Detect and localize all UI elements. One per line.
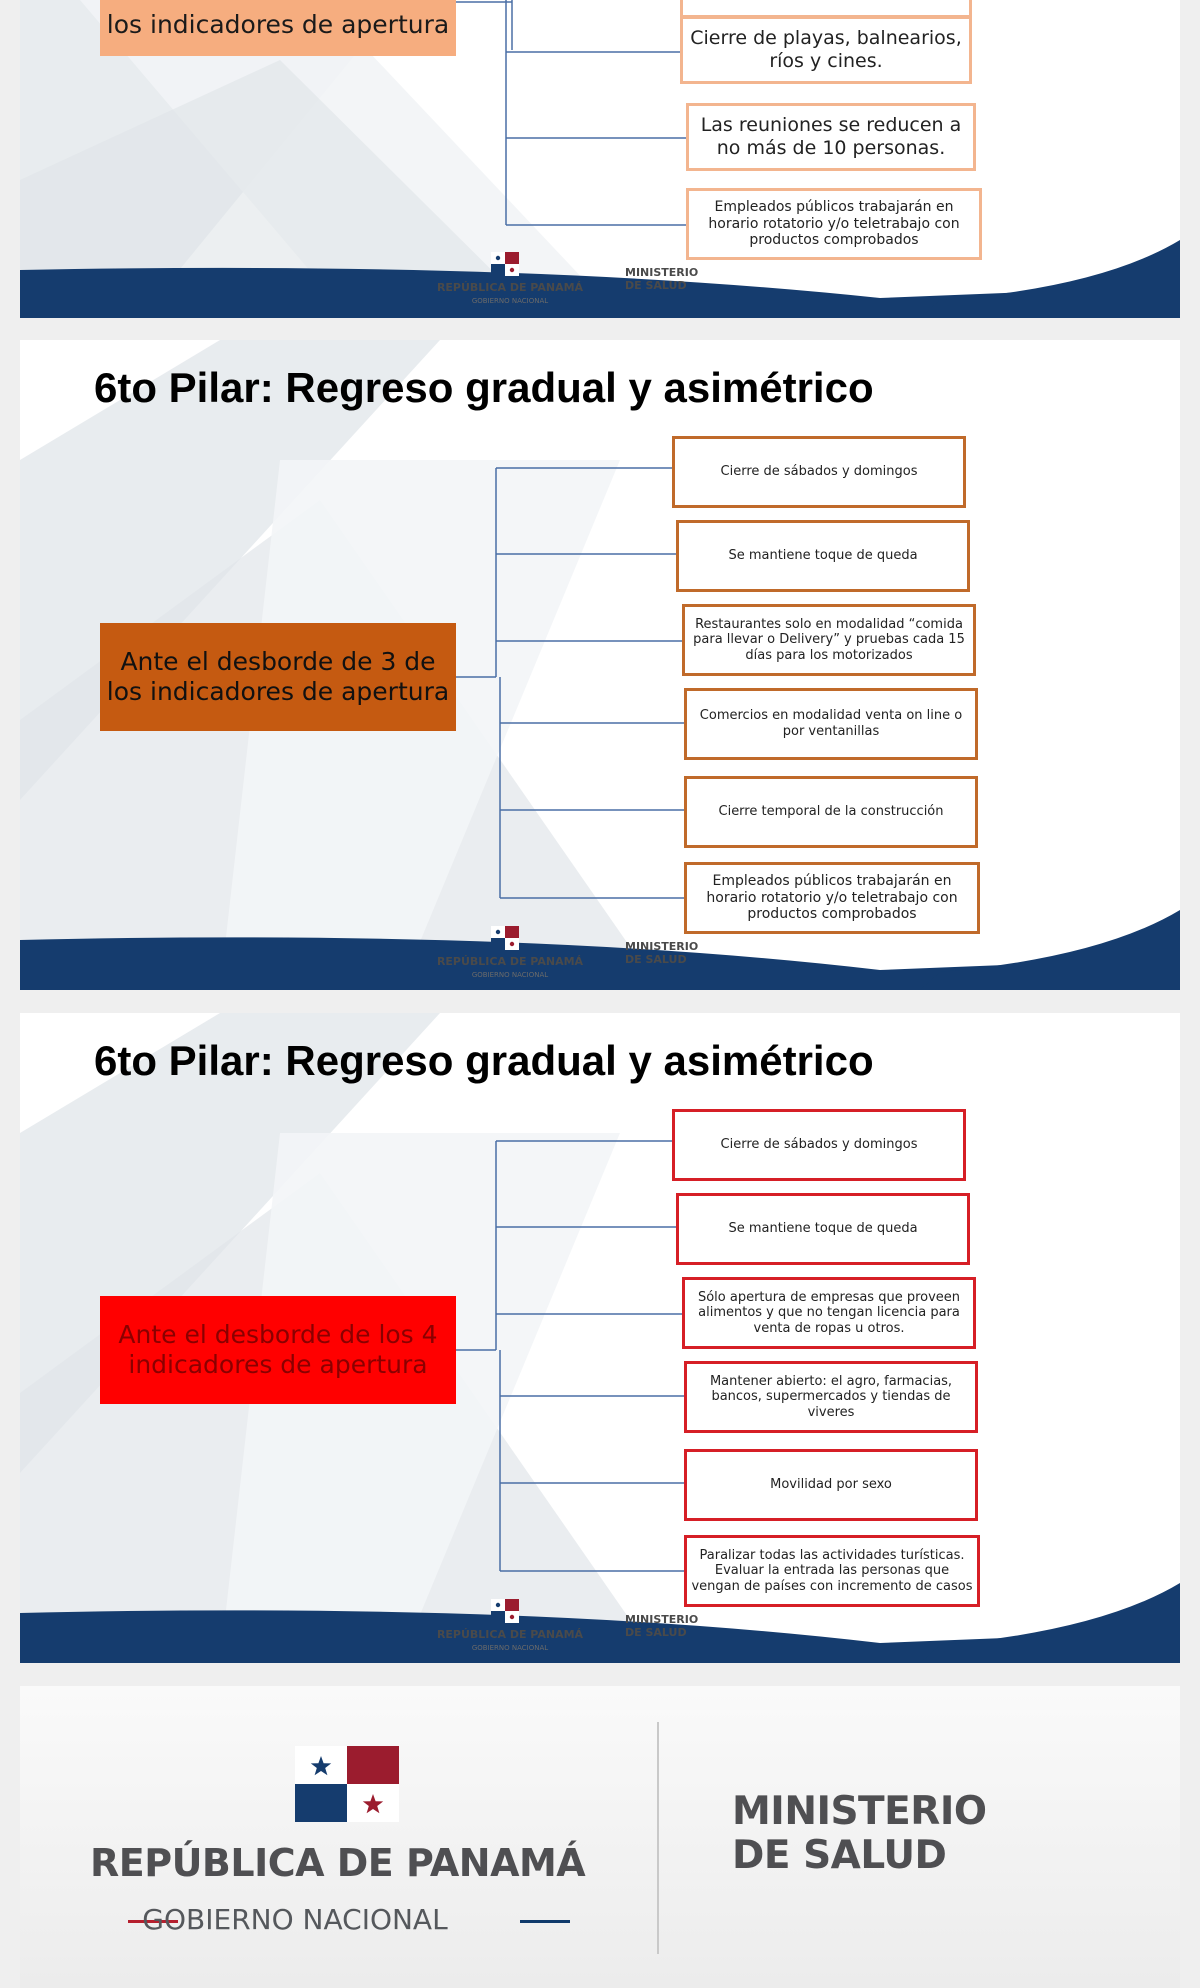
main-label-text: los indicadores de apertura xyxy=(106,9,450,39)
republica-label: REPÚBLICA DE PANAMÁ xyxy=(436,955,584,968)
list-item: Restaurantes solo en modalidad “comida p… xyxy=(682,604,976,676)
divider xyxy=(520,1920,570,1923)
main-label-box: los indicadores de apertura xyxy=(100,0,456,56)
main-label-box: Ante el desborde de los 4 indicadores de… xyxy=(100,1296,456,1404)
slide-orange: 6to Pilar: Regreso gradual y asimétrico … xyxy=(20,340,1180,990)
ministry-logo: REPÚBLICA DE PANAMÁ GOBIERNO NACIONAL MI… xyxy=(430,1599,730,1661)
gobierno-label: GOBIERNO NACIONAL xyxy=(471,971,549,979)
panama-flag-icon xyxy=(295,1746,399,1822)
ministerio-label: MINISTERIO DE SALUD xyxy=(732,1789,987,1878)
ministry-logo: REPÚBLICA DE PANAMÁ GOBIERNO NACIONAL MI… xyxy=(430,252,730,314)
list-item: Empleados públicos trabajarán en horario… xyxy=(684,862,980,934)
footer-logo: REPÚBLICA DE PANAMÁ GOBIERNO NACIONAL MI… xyxy=(20,1686,1180,1988)
connector-lines xyxy=(456,467,684,899)
panama-flag-icon xyxy=(491,252,519,276)
ministerio-label: MINISTERIO DE SALUD xyxy=(625,266,699,293)
main-label-box: Ante el desborde de 3 de los indicadores… xyxy=(100,623,456,731)
list-item: Cierre de sábados y domingos xyxy=(672,1109,966,1181)
republica-label: REPÚBLICA DE PANAMÁ xyxy=(90,1841,586,1885)
list-item: Cierre de playas, balnearios, ríos y cin… xyxy=(680,16,972,84)
gobierno-label: GOBIERNO NACIONAL xyxy=(142,1903,448,1936)
connector-lines xyxy=(456,1140,684,1572)
list-item: Empleados públicos trabajarán en horario… xyxy=(686,188,982,260)
divider xyxy=(128,1920,178,1923)
slide-title: 6to Pilar: Regreso gradual y asimétrico xyxy=(94,1037,874,1084)
republica-label: REPÚBLICA DE PANAMÁ xyxy=(436,1628,584,1641)
list-item: Cierre temporal de la construcción xyxy=(684,776,978,848)
logo-divider xyxy=(657,1722,659,1954)
gobierno-label: GOBIERNO NACIONAL xyxy=(471,297,549,305)
ministry-logo: REPÚBLICA DE PANAMÁ GOBIERNO NACIONAL MI… xyxy=(430,926,730,988)
list-item: Sólo apertura de empresas que proveen al… xyxy=(682,1277,976,1349)
list-item: Mantener abierto: el agro, farmacias, ba… xyxy=(684,1361,978,1433)
panama-flag-icon xyxy=(491,1599,519,1623)
list-item: Cierre de sábados y domingos xyxy=(672,436,966,508)
slide-background xyxy=(20,0,1180,318)
gobierno-label: GOBIERNO NACIONAL xyxy=(471,1644,549,1652)
main-label-text: Ante el desborde de los 4 indicadores de… xyxy=(118,1319,438,1380)
list-item: Se mantiene toque de queda xyxy=(676,520,970,592)
list-item: Movilidad por sexo xyxy=(684,1449,978,1521)
list-item: Las reuniones se reducen a no más de 10 … xyxy=(686,103,976,171)
republica-label: REPÚBLICA DE PANAMÁ xyxy=(436,281,584,294)
main-label-text: Ante el desborde de 3 de los indicadores… xyxy=(106,646,450,707)
list-item: Paralizar todas las actividades turístic… xyxy=(684,1535,980,1607)
ministerio-label: MINISTERIO DE SALUD xyxy=(625,940,699,967)
panama-flag-icon xyxy=(491,926,519,950)
slide-title: 6to Pilar: Regreso gradual y asimétrico xyxy=(94,364,874,411)
ministerio-label: MINISTERIO DE SALUD xyxy=(625,1613,699,1640)
slide-red: 6to Pilar: Regreso gradual y asimétrico … xyxy=(20,1013,1180,1663)
list-item: Comercios en modalidad venta on line o p… xyxy=(684,688,978,760)
connector-lines xyxy=(456,0,686,226)
slide-top: los indicadores de apertura Cierre de pl… xyxy=(20,0,1180,318)
list-item: Se mantiene toque de queda xyxy=(676,1193,970,1265)
